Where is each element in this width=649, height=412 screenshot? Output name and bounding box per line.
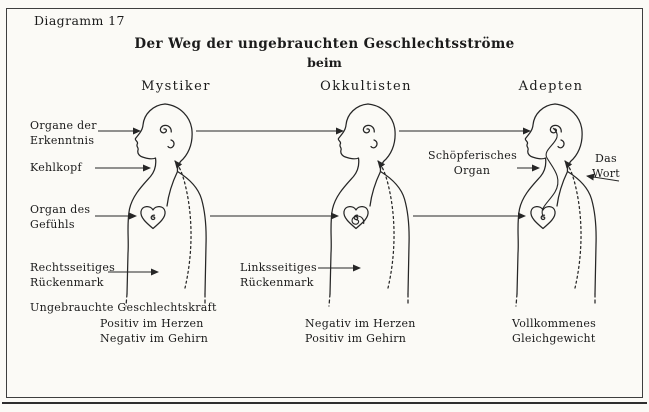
label-creative-organ: Schöpferisches Organ [428, 149, 518, 177]
label-left-spinal-cord: Linksseitiges Rückenmark [240, 261, 317, 289]
label-larynx: Kehlkopf [30, 161, 82, 174]
label-unused-sex-force: Ungebrauchte Geschlechtskraft [30, 301, 217, 314]
diagram-title: Der Weg der ungebrauchten Geschlechtsstr… [134, 36, 515, 52]
label-right-spinal-cord: Rechtsseitiges Rückenmark [30, 261, 116, 289]
column-header-mystiker: Mystiker [141, 79, 211, 94]
caption-adept: Vollkommenes Gleichgewicht [512, 317, 597, 345]
column-header-adept: Adepten [518, 79, 584, 94]
label-organ-of-feeling: Organ des Gefühls [30, 203, 91, 231]
label-the-word: Das Wort [591, 152, 621, 180]
diagram-subtitle: beim [307, 55, 342, 70]
column-header-okkultist: Okkultisten [320, 79, 412, 94]
caption-okkultist: Negativ im Herzen Positiv im Gehirn [305, 317, 416, 345]
page-bottom-edge [2, 402, 647, 404]
caption-mystiker: Positiv im Herzen Negativ im Gehirn [100, 317, 209, 345]
diagram-number: Diagramm 17 [34, 13, 125, 28]
label-organs-of-cognition: Organe der Erkenntnis [30, 119, 97, 147]
diagram-border [6, 8, 643, 398]
